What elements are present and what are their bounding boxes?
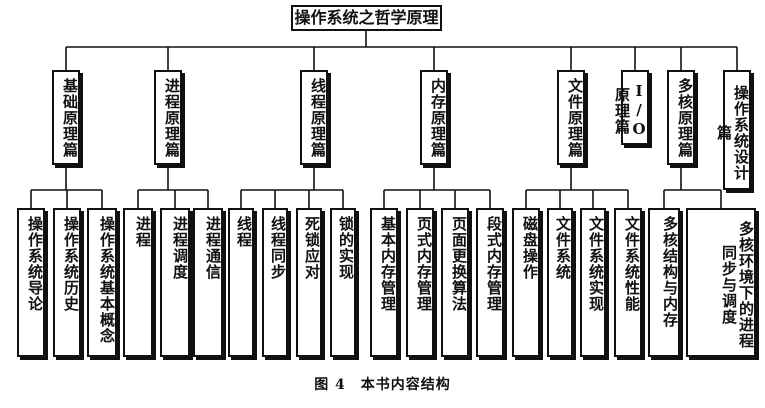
chapter-label: 多核结构与内存 xyxy=(661,216,679,328)
chapter-label: 进程调度 xyxy=(171,216,189,280)
chapter-node: 页面更换算法 xyxy=(441,208,469,357)
chapter-node: 操作系统历史 xyxy=(53,208,81,357)
chapter-label: 进程通信 xyxy=(204,216,222,280)
chapter-label: 页式内存管理 xyxy=(415,216,433,312)
chapter-node: 文件系统性能 xyxy=(614,208,642,357)
chapter-node: 进程通信 xyxy=(193,208,223,357)
section-label: 线程原理篇 xyxy=(309,78,327,158)
chapter-node: 磁盘操作 xyxy=(512,208,540,357)
chapter-label: 线程 xyxy=(235,216,253,248)
chapter-label: 操作系统导论 xyxy=(26,216,44,312)
chapter-label: 死锁应对 xyxy=(303,216,321,280)
figure-caption: 图 4 本书内容结构 xyxy=(314,377,451,393)
section-label: 操作系统设计篇 xyxy=(715,85,750,181)
chapter-node: 页式内存管理 xyxy=(406,208,434,357)
section-node: 操作系统设计篇 xyxy=(715,70,751,190)
chapter-label: 文件系统实现 xyxy=(587,216,605,312)
section-node: 多核原理篇 xyxy=(667,70,695,165)
section-node: 线程原理篇 xyxy=(300,70,328,165)
section-label: 多核原理篇 xyxy=(676,78,694,158)
section-label: 内存原理篇 xyxy=(429,78,447,158)
chapter-node: 文件系统 xyxy=(547,208,573,357)
chapter-label: 段式内存管理 xyxy=(485,216,503,312)
section-node: I/O原理篇 xyxy=(613,70,649,145)
chapter-label: 基本内存管理 xyxy=(379,216,397,312)
chapter-node: 文件系统实现 xyxy=(580,208,606,357)
chapter-label: 进程 xyxy=(134,216,152,248)
chapter-node: 操作系统基本概念 xyxy=(87,208,117,357)
chapter-node: 多核结构与内存 xyxy=(648,208,680,357)
section-node: 进程原理篇 xyxy=(154,70,182,165)
root-node: 操作系统之哲学原理 xyxy=(291,5,442,31)
section-node: 基础原理篇 xyxy=(52,70,80,165)
section-node: 文件原理篇 xyxy=(557,70,585,165)
chapter-label: 操作系统基本概念 xyxy=(98,216,116,344)
chapter-label: 锁的实现 xyxy=(337,216,355,280)
chapter-node: 基本内存管理 xyxy=(370,208,398,357)
chapter-node: 进程调度 xyxy=(160,208,190,357)
chapter-label: 文件系统 xyxy=(554,216,572,280)
root-label: 操作系统之哲学原理 xyxy=(294,8,439,27)
section-label: I/O原理篇 xyxy=(613,82,648,139)
chapter-node: 多核环境下的进程同步与调度 xyxy=(686,208,756,357)
chapter-node: 锁的实现 xyxy=(330,208,356,357)
section-node: 内存原理篇 xyxy=(420,70,448,165)
chapter-node: 死锁应对 xyxy=(296,208,322,357)
section-label: 基础原理篇 xyxy=(61,78,79,158)
chapter-node: 线程 xyxy=(228,208,254,357)
section-label: 文件原理篇 xyxy=(566,78,584,158)
chapter-label: 文件系统性能 xyxy=(623,216,641,312)
chapter-node: 进程 xyxy=(123,208,153,357)
chapter-label: 操作系统历史 xyxy=(62,216,80,312)
chapter-node: 段式内存管理 xyxy=(476,208,504,357)
chapter-label: 多核环境下的进程同步与调度 xyxy=(720,220,755,349)
chapter-label: 页面更换算法 xyxy=(450,216,468,312)
chapter-node: 操作系统导论 xyxy=(17,208,45,357)
chapter-node: 线程同步 xyxy=(262,208,288,357)
chapter-label: 磁盘操作 xyxy=(521,216,539,280)
chapter-label: 线程同步 xyxy=(269,216,287,280)
section-label: 进程原理篇 xyxy=(163,78,181,158)
